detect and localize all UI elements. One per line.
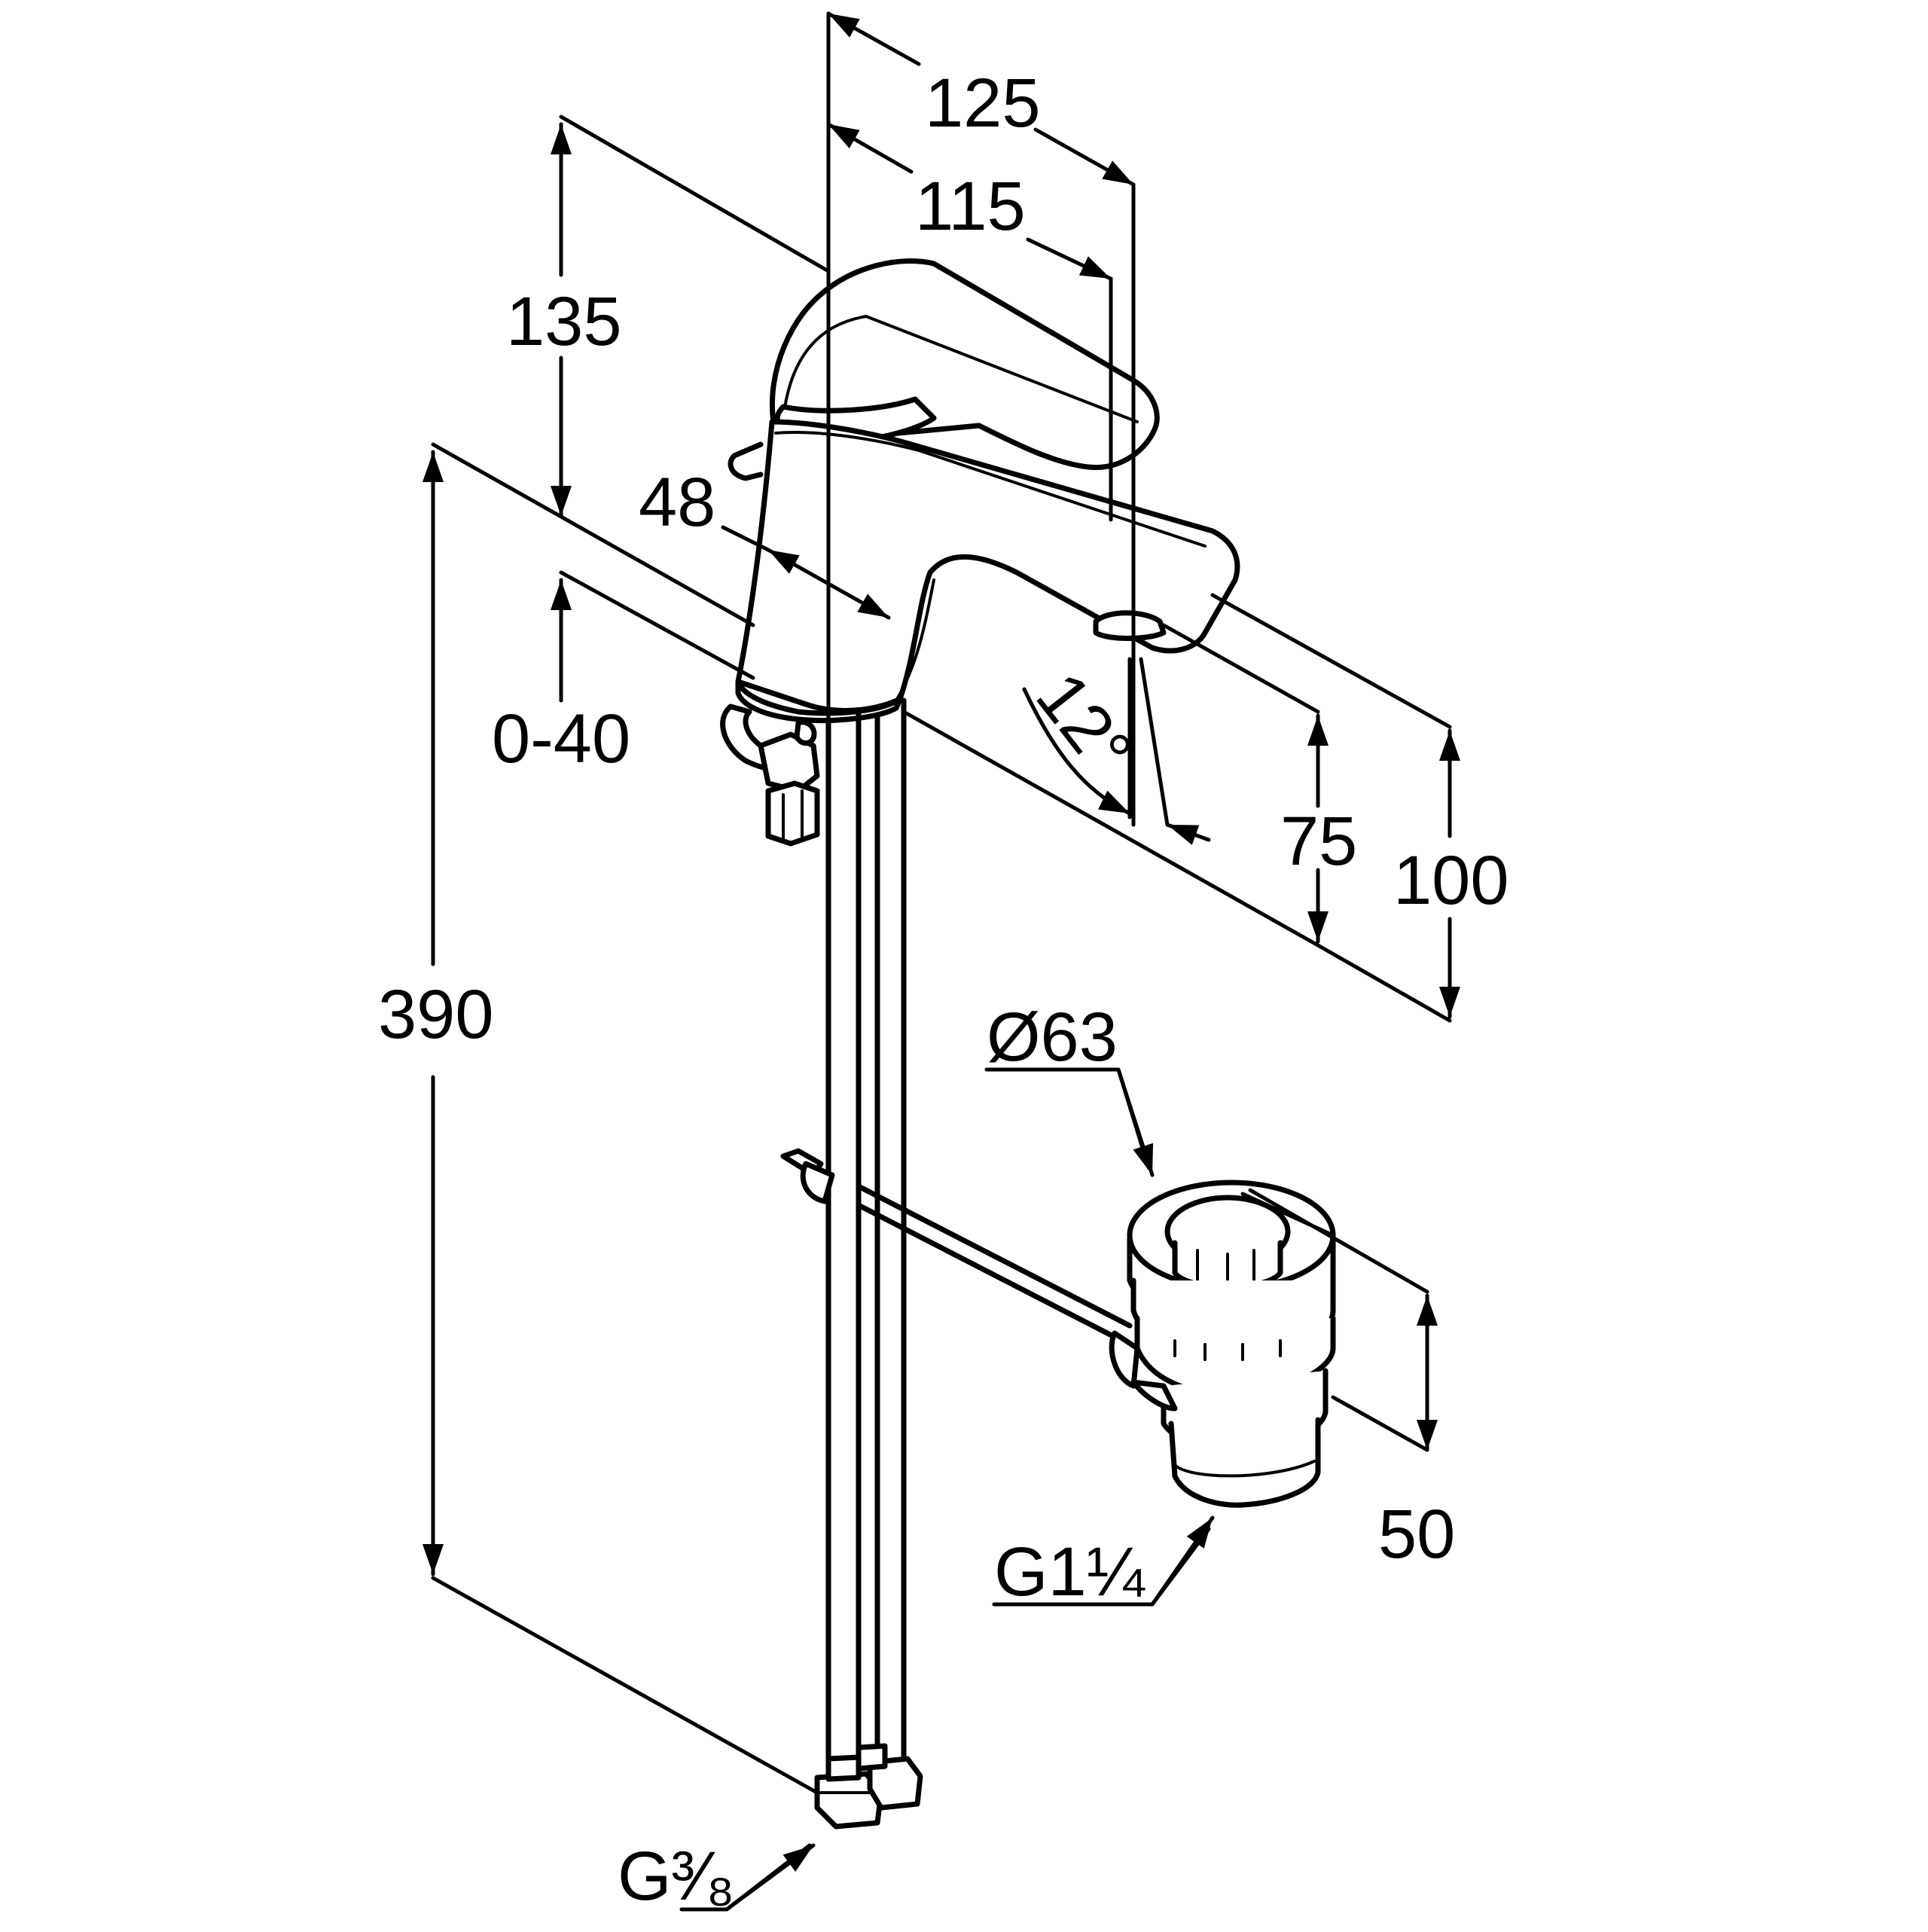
dim-48: 48 [639,464,715,541]
spout-outlet [1093,610,1167,641]
dim-75: 75 [1280,803,1357,880]
dim-125: 125 [925,65,1041,142]
dim-diameter-63: Ø63 [987,999,1118,1076]
popup-rod-top [728,441,764,481]
dim-115: 115 [915,168,1026,245]
hose-nut-right [867,1756,923,1811]
dim-0-40: 0-40 [492,700,630,777]
dim-12-degrees: 12° [1021,659,1146,789]
thread-g3-8: G³⁄₈ [618,1838,735,1915]
dim-100: 100 [1393,842,1509,919]
dim-135: 135 [506,283,622,360]
popup-linkage [780,1148,1133,1340]
waste-drain [1109,1180,1336,1508]
hose-nut-left [814,1771,884,1830]
supply-hoses [814,697,923,1830]
dimension-labels: 125 115 135 48 0-40 390 12° 75 100 Ø63 5… [378,65,1509,1915]
faucet-body [728,258,1240,723]
dim-390: 390 [378,976,494,1053]
base-plate [735,679,903,723]
thread-g1-1-4: G1¼ [994,1534,1146,1610]
dimension-lines [423,11,1460,1912]
faucet-column [735,419,1240,713]
mounting-clamp [720,704,820,847]
dim-50: 50 [1378,1496,1455,1573]
